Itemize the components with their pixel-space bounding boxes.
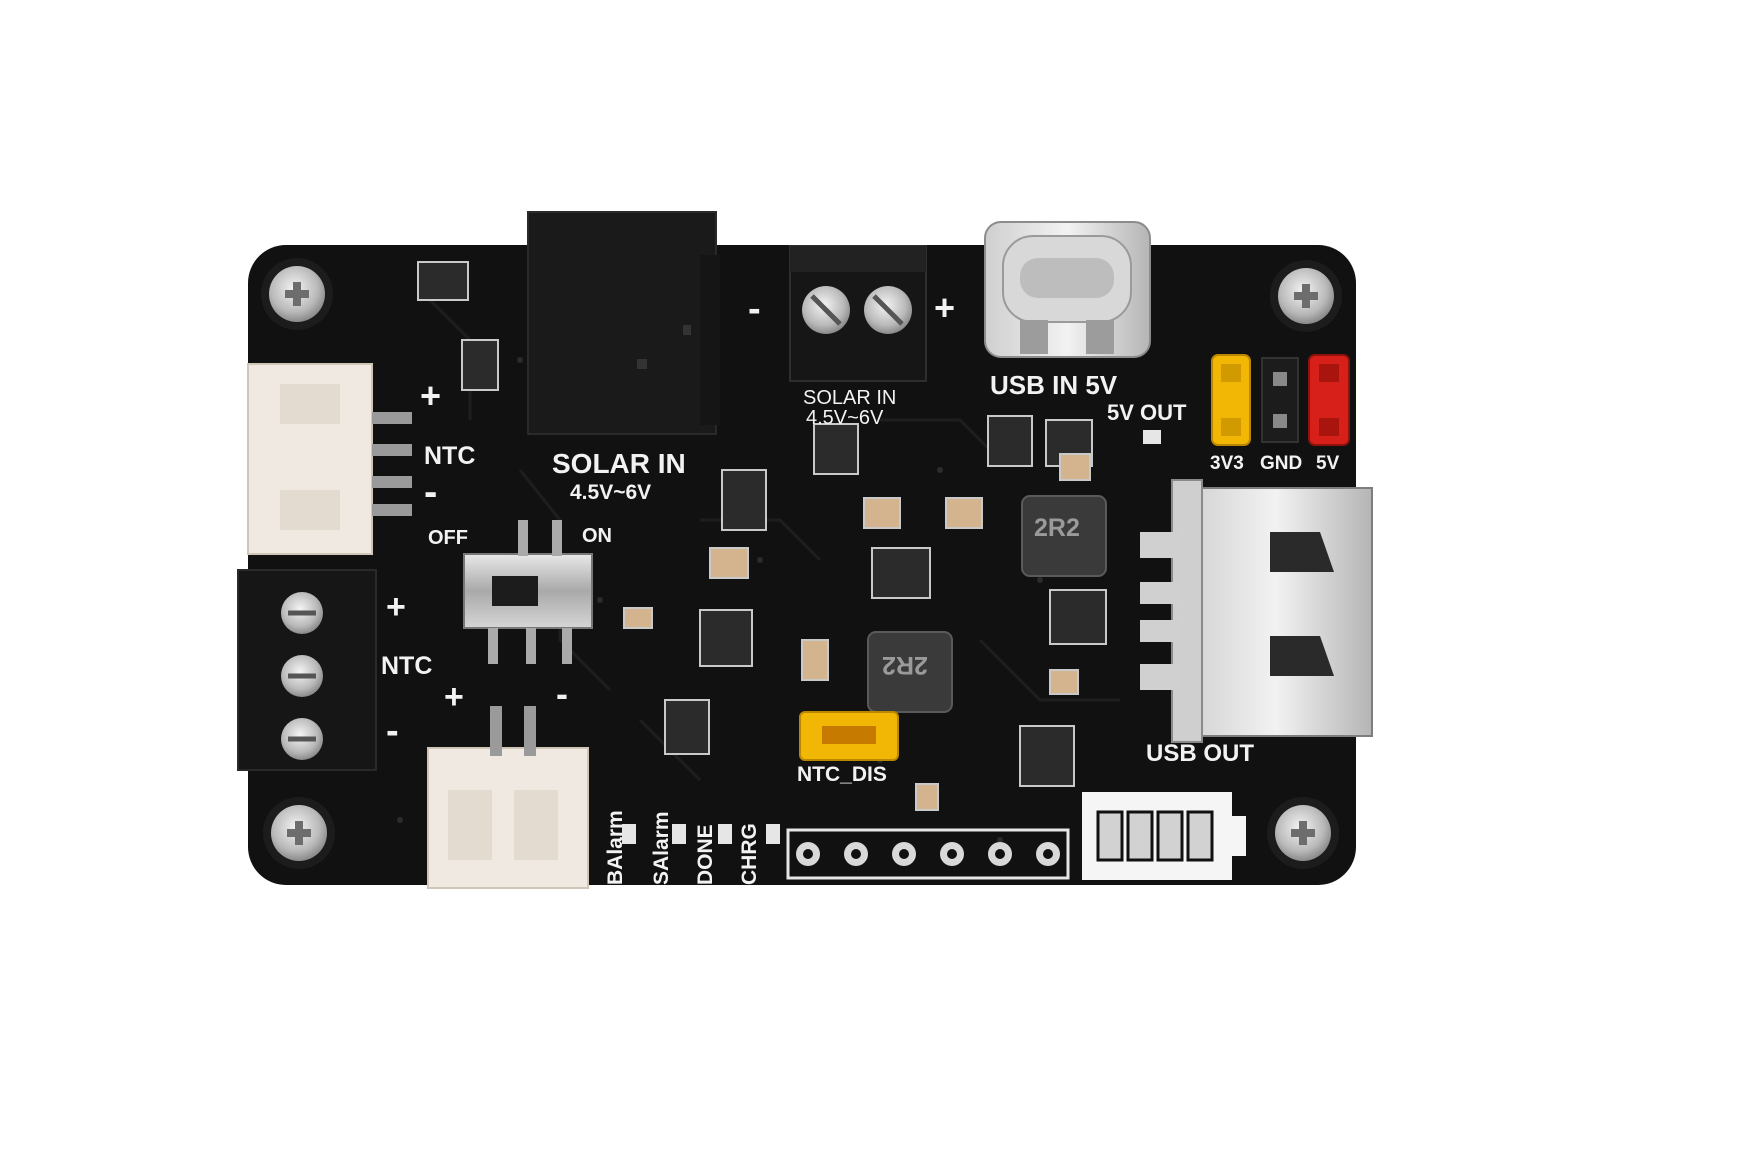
- pin-gnd-label: GND: [1260, 453, 1303, 474]
- header-jumpers: [1211, 354, 1350, 446]
- screw-bottom-left: [263, 797, 335, 869]
- slide-switch: [463, 520, 593, 664]
- five-v-out-label: 5V OUT: [1107, 400, 1187, 425]
- solar-screw-terminal: [789, 245, 927, 382]
- left-upper-connector: [247, 363, 412, 555]
- ntc-dis-label: NTC_DIS: [797, 763, 887, 786]
- inductor-1-label: 2R2: [1034, 514, 1080, 542]
- minus-sign-terminal: -: [748, 288, 761, 330]
- ntc-lower-label: NTC: [381, 652, 433, 680]
- usb-in-label: USB IN 5V: [990, 370, 1118, 400]
- led-salarm-label: SAlarm: [650, 811, 673, 885]
- switch-off-label: OFF: [428, 527, 468, 549]
- pin-3v3-label: 3V3: [1210, 453, 1244, 474]
- terminal-solar-in-label: SOLAR IN: [803, 387, 897, 409]
- bottom-jst-connector: [427, 706, 589, 889]
- led-chrg-label: CHRG: [738, 823, 761, 885]
- plus-sign-jst: +: [444, 678, 464, 716]
- plus-sign-lower-left: +: [386, 588, 406, 626]
- switch-on-label: ON: [582, 525, 612, 547]
- pin-header-row: [786, 828, 1070, 880]
- solar-in-label: SOLAR IN: [552, 448, 686, 479]
- minus-sign-lower-left: -: [386, 710, 399, 752]
- screw-bottom-right: [1267, 797, 1339, 869]
- led-done-label: DONE: [694, 824, 717, 885]
- inductor-2-label: 2R2: [882, 651, 928, 679]
- led-balarm-label: BAlarm: [604, 810, 627, 885]
- minus-sign-upper-left: -: [424, 470, 438, 514]
- terminal-solar-in-range-label: 4.5V~6V: [806, 407, 884, 429]
- left-screw-terminal: [237, 569, 377, 771]
- battery-level-leds: [1082, 792, 1246, 880]
- usb-a-connector: [1140, 479, 1373, 743]
- ntc-dis-jumper: [799, 711, 899, 761]
- usb-c-connector: [984, 221, 1151, 358]
- solar-dc-jack: [527, 211, 720, 435]
- screw-top-right: [1270, 260, 1342, 332]
- screw-top-left: [261, 258, 333, 330]
- ntc-upper-label: NTC: [424, 442, 476, 470]
- inductor-1: [1021, 495, 1107, 577]
- plus-sign-upper-left: +: [420, 375, 442, 416]
- minus-sign-jst: -: [556, 673, 568, 714]
- pin-5v-label: 5V: [1316, 453, 1340, 474]
- plus-sign-terminal: +: [934, 287, 956, 328]
- inductor-2: [867, 631, 953, 713]
- usb-out-label: USB OUT: [1146, 740, 1254, 767]
- solar-in-range-label: 4.5V~6V: [570, 481, 652, 504]
